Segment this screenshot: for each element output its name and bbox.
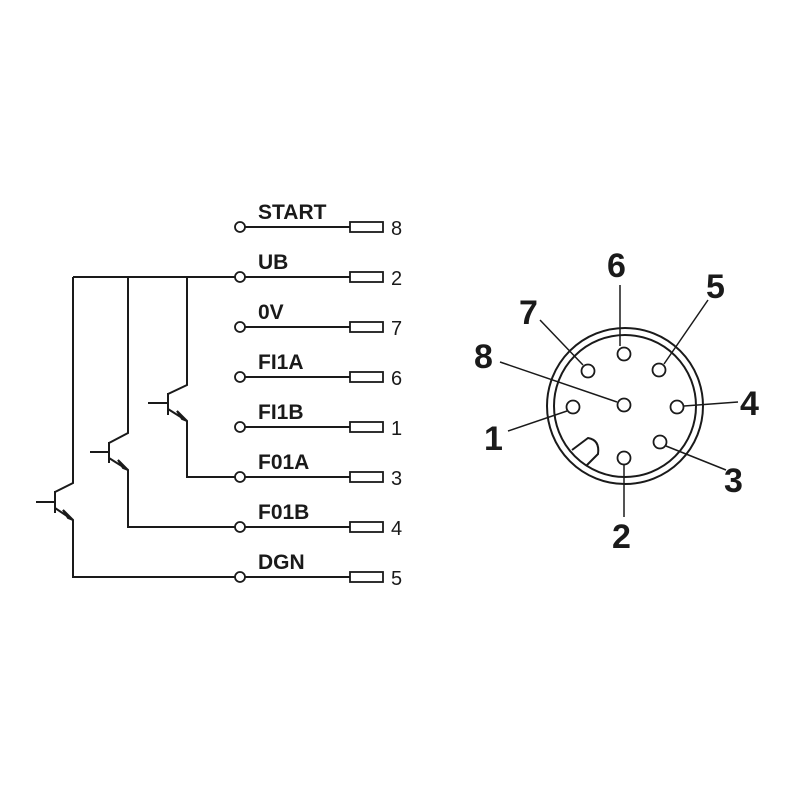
leader-line	[683, 401, 739, 407]
pin-number: 5	[391, 568, 402, 590]
pin-terminal	[349, 321, 384, 333]
pin-label: 3	[724, 462, 743, 500]
connector-pin-1: 1	[484, 399, 581, 458]
pin-hole	[565, 399, 581, 415]
connector-pin-3: 3	[652, 434, 743, 500]
pin-number: 6	[391, 368, 402, 390]
leader-line	[507, 410, 568, 432]
pin-terminal	[349, 521, 384, 533]
connector-pin-6: 6	[607, 247, 632, 362]
transistor-3	[148, 277, 235, 478]
pin-hole	[652, 434, 668, 450]
signal-label: UB	[258, 251, 288, 274]
signal-row-fi1a: FI1A 6	[234, 351, 402, 390]
signal-label: START	[258, 201, 327, 224]
pin-label: 4	[740, 385, 759, 423]
transistor-2	[90, 277, 235, 528]
pin-hole	[616, 346, 632, 362]
signal-label: FI1B	[258, 401, 304, 424]
signal-row-dgn: DGN 5	[234, 551, 402, 590]
terminal-circle	[234, 221, 246, 233]
signal-label: FI1A	[258, 351, 304, 374]
connector-face: 1 2 3 4 5 6 78	[474, 247, 759, 556]
pin-number: 2	[391, 268, 402, 290]
pin-terminal	[349, 421, 384, 433]
pin-label: 2	[612, 518, 631, 556]
transistor-1	[36, 277, 235, 578]
leader-line	[663, 299, 709, 365]
signal-row-start: START 8	[234, 201, 402, 240]
signal-label: F01A	[258, 451, 309, 474]
pin-hole	[616, 450, 632, 466]
connector-pin-5: 5	[651, 268, 725, 378]
pin-label: 7	[519, 294, 538, 332]
pin-terminal	[349, 221, 384, 233]
pin-number: 3	[391, 468, 402, 490]
pin-hole	[651, 362, 667, 378]
signal-row-f01a: F01A 3	[234, 451, 402, 490]
terminal-circle	[234, 571, 246, 583]
coding-key	[571, 436, 600, 467]
signal-label: F01B	[258, 501, 309, 524]
signal-row-0v: 0V 7	[234, 301, 402, 340]
pin-hole	[580, 363, 596, 379]
signal-row-f01b: F01B 4	[234, 501, 402, 540]
terminal-circle	[234, 521, 246, 533]
connector-pin-2: 2	[612, 450, 632, 556]
transistor-circuit	[36, 276, 235, 578]
signal-label: DGN	[258, 551, 305, 574]
signal-row-fi1b: FI1B 1	[234, 401, 402, 440]
pin-label: 5	[706, 268, 725, 306]
pin-terminal	[349, 471, 384, 483]
pin-terminal	[349, 371, 384, 383]
leader-line	[499, 361, 618, 403]
connector-pin-4: 4	[669, 385, 759, 423]
terminal-circle	[234, 471, 246, 483]
pin-number: 8	[391, 218, 402, 240]
pin-number: 1	[391, 418, 402, 440]
terminal-circle	[234, 321, 246, 333]
terminal-circle	[234, 371, 246, 383]
pin-label: 1	[484, 420, 503, 458]
pin-number: 7	[391, 318, 402, 340]
pin-hole	[669, 399, 685, 415]
pin-terminal	[349, 571, 384, 583]
connector-pin-7: 7	[519, 294, 596, 379]
leader-line	[665, 445, 727, 471]
pin-terminal	[349, 271, 384, 283]
connector-pin-8: 8	[474, 338, 632, 413]
pin-number: 4	[391, 518, 402, 540]
terminal-circle	[234, 271, 246, 283]
pin-label: 8	[474, 338, 493, 376]
terminal-circle	[234, 421, 246, 433]
signal-label: 0V	[258, 301, 284, 324]
signal-row-ub: UB 2	[234, 251, 402, 290]
leader-line	[539, 319, 584, 366]
pin-label: 6	[607, 247, 626, 285]
pin-hole	[616, 397, 632, 413]
